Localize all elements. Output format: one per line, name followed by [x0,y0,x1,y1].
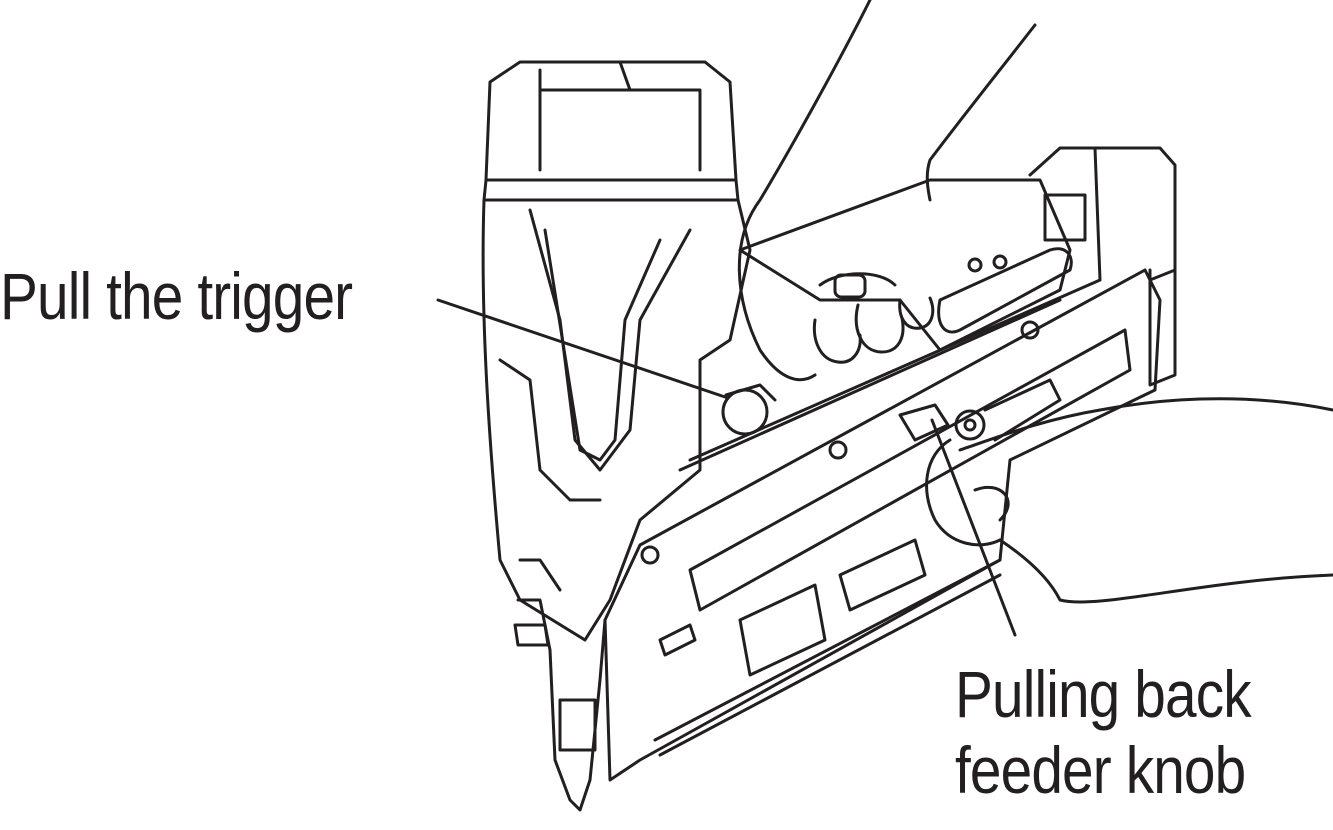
feeder-leader-line [930,418,1017,637]
magazine [603,268,1162,782]
lower-hand [925,397,1333,604]
upper-hand [737,0,1037,382]
feeder-callout-line-2: feeder knob [955,733,1246,807]
handle [738,178,1073,352]
motor-housing [481,60,752,642]
trigger-leader-line [436,298,730,400]
trigger [721,383,777,436]
trigger-callout: Pull the trigger [0,259,353,333]
feeder-knob [898,378,1062,442]
feeder-knob-callout: Pulling back feeder knob [955,656,1252,808]
nose-piece [513,598,607,812]
feeder-callout-line-1: Pulling back [955,657,1252,731]
battery [1028,146,1177,387]
